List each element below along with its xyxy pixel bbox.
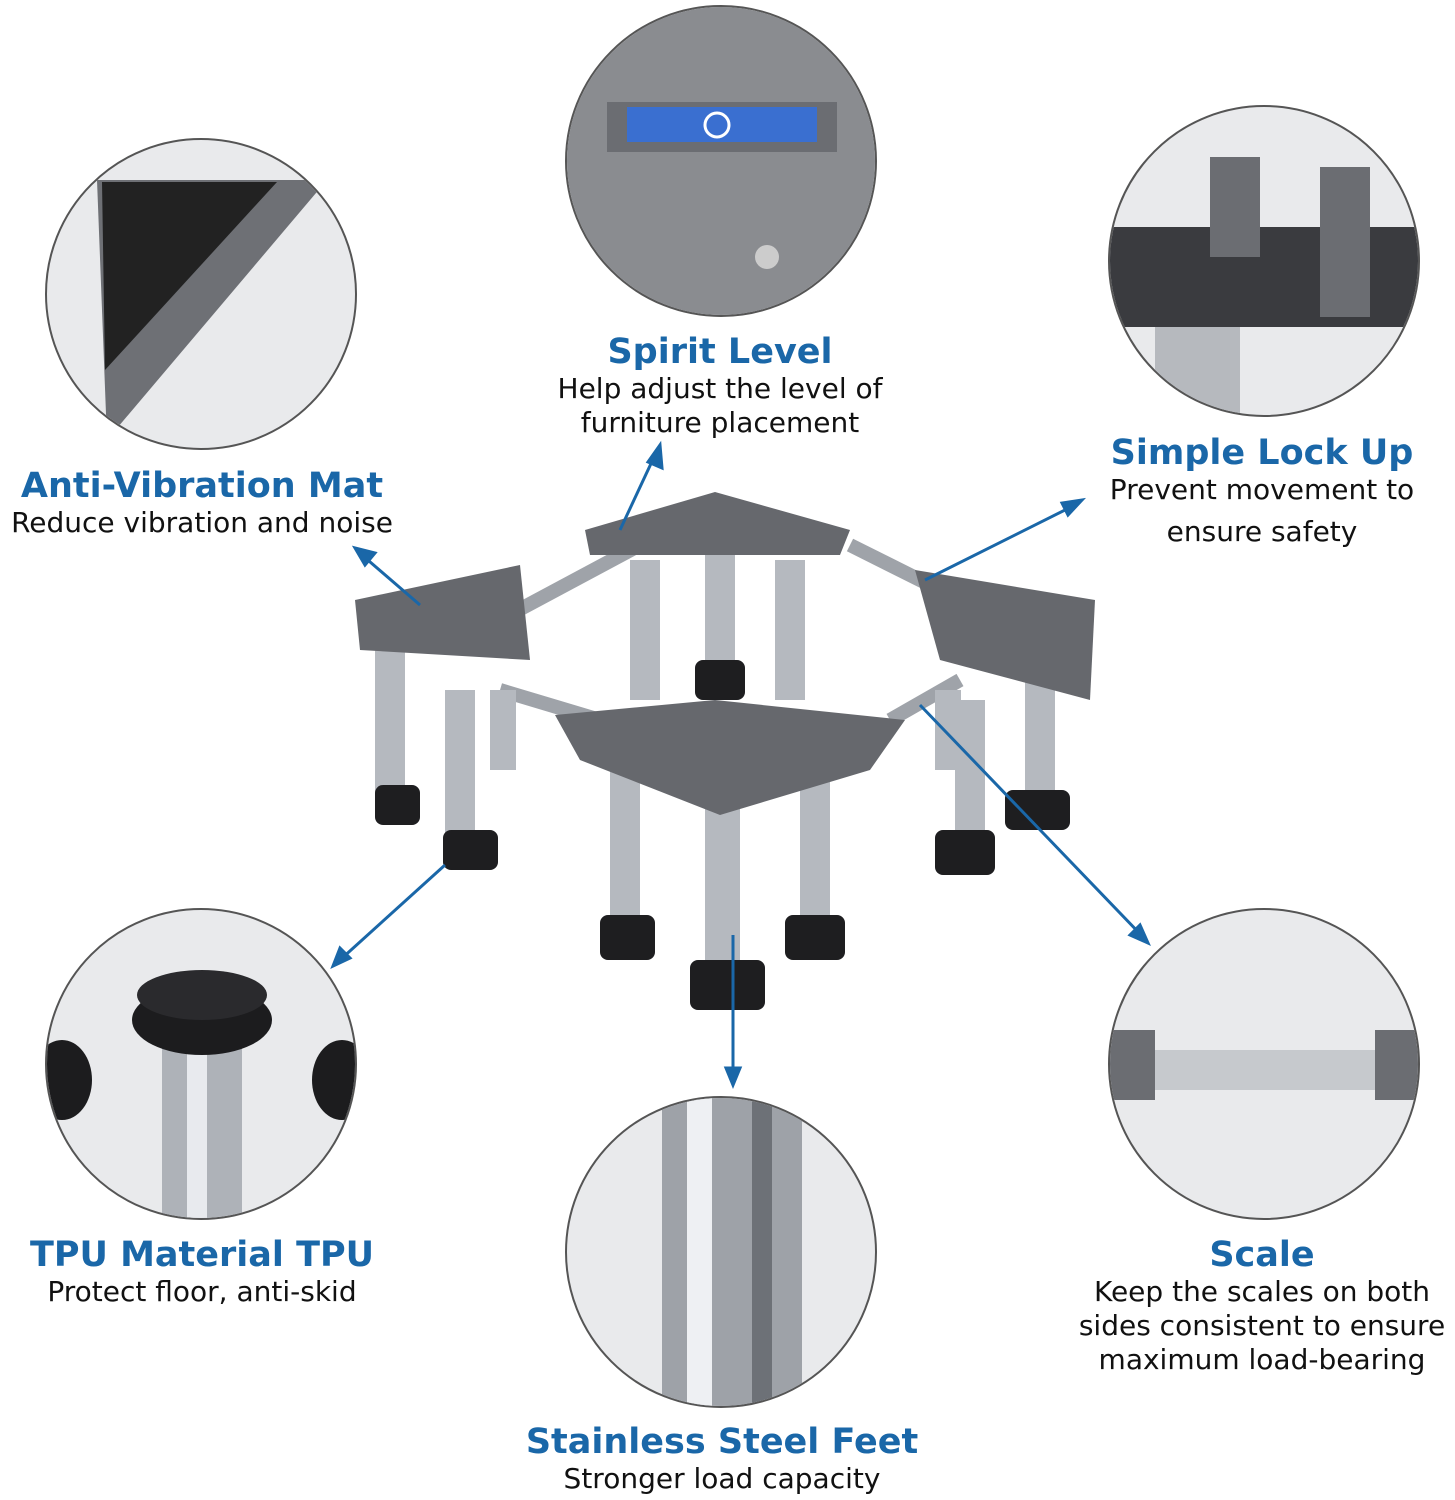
feature-desc: Reduce vibration and noise bbox=[11, 506, 393, 539]
feature-title: Anti-Vibration Mat bbox=[20, 466, 384, 506]
feature-tpu-material: TPU Material TPU Protect floor, anti-ski… bbox=[30, 1235, 374, 1309]
feature-title: Stainless Steel Feet bbox=[525, 1422, 919, 1462]
steel-feet-photo bbox=[565, 1096, 877, 1408]
feature-desc: ensure safety bbox=[1166, 515, 1358, 548]
feature-desc: Stronger load capacity bbox=[563, 1462, 881, 1495]
lock-up-photo bbox=[1108, 105, 1420, 417]
feature-anti-vibration-mat: Anti-Vibration Mat Reduce vibration and … bbox=[11, 466, 393, 540]
feature-desc: Protect floor, anti-skid bbox=[47, 1275, 357, 1308]
feature-title: Spirit Level bbox=[607, 332, 833, 372]
feature-title: TPU Material TPU bbox=[29, 1235, 375, 1275]
feature-stainless-steel-feet: Stainless Steel Feet Stronger load capac… bbox=[526, 1422, 918, 1496]
spirit-level-photo bbox=[565, 5, 877, 317]
feature-desc: furniture placement bbox=[580, 406, 860, 439]
scale-photo bbox=[1108, 908, 1420, 1220]
feature-desc: Help adjust the level of bbox=[557, 372, 883, 405]
feature-desc: maximum load-bearing bbox=[1098, 1343, 1426, 1376]
anti-vibration-mat-photo bbox=[45, 138, 357, 450]
feature-title: Scale bbox=[1209, 1235, 1315, 1275]
feature-scale: Scale Keep the scales on both sides cons… bbox=[1079, 1235, 1445, 1377]
tpu-foot-photo bbox=[45, 908, 357, 1220]
feature-desc: Keep the scales on both bbox=[1093, 1275, 1430, 1308]
feature-simple-lock-up: Simple Lock Up Prevent movement to ensur… bbox=[1110, 433, 1414, 549]
feature-title: Simple Lock Up bbox=[1110, 433, 1414, 473]
feature-desc: Prevent movement to bbox=[1109, 473, 1415, 506]
feature-spirit-level: Spirit Level Help adjust the level of fu… bbox=[558, 332, 883, 440]
feature-desc: sides consistent to ensure bbox=[1078, 1309, 1446, 1342]
